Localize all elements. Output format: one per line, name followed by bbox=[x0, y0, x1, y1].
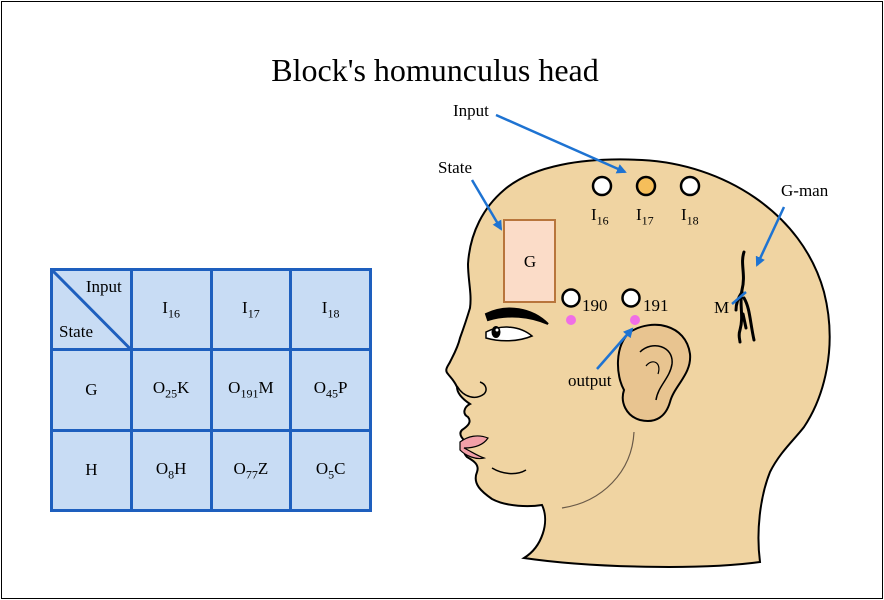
m-label: M bbox=[714, 298, 729, 318]
input-i16-label: I16 bbox=[591, 205, 609, 228]
pupil-highlight bbox=[496, 329, 499, 332]
output-190-label: 190 bbox=[582, 296, 608, 316]
pupil bbox=[492, 326, 501, 338]
input-circle-i17-active bbox=[637, 177, 655, 195]
input-i18-label: I18 bbox=[681, 205, 699, 228]
output-dot-191 bbox=[630, 315, 640, 325]
input-circle-i16 bbox=[593, 177, 611, 195]
state-box-label: G bbox=[524, 252, 536, 271]
input-i17-label: I17 bbox=[636, 205, 654, 228]
input-circle-i18 bbox=[681, 177, 699, 195]
input-label: Input bbox=[453, 101, 489, 121]
output-191-label: 191 bbox=[643, 296, 669, 316]
input-arrow bbox=[496, 115, 625, 172]
output-circle-190 bbox=[563, 290, 580, 307]
output-label: output bbox=[568, 371, 611, 391]
output-circle-191 bbox=[623, 290, 640, 307]
output-dot-190 bbox=[566, 315, 576, 325]
g-man-label: G-man bbox=[781, 181, 828, 201]
state-label: State bbox=[438, 158, 472, 178]
